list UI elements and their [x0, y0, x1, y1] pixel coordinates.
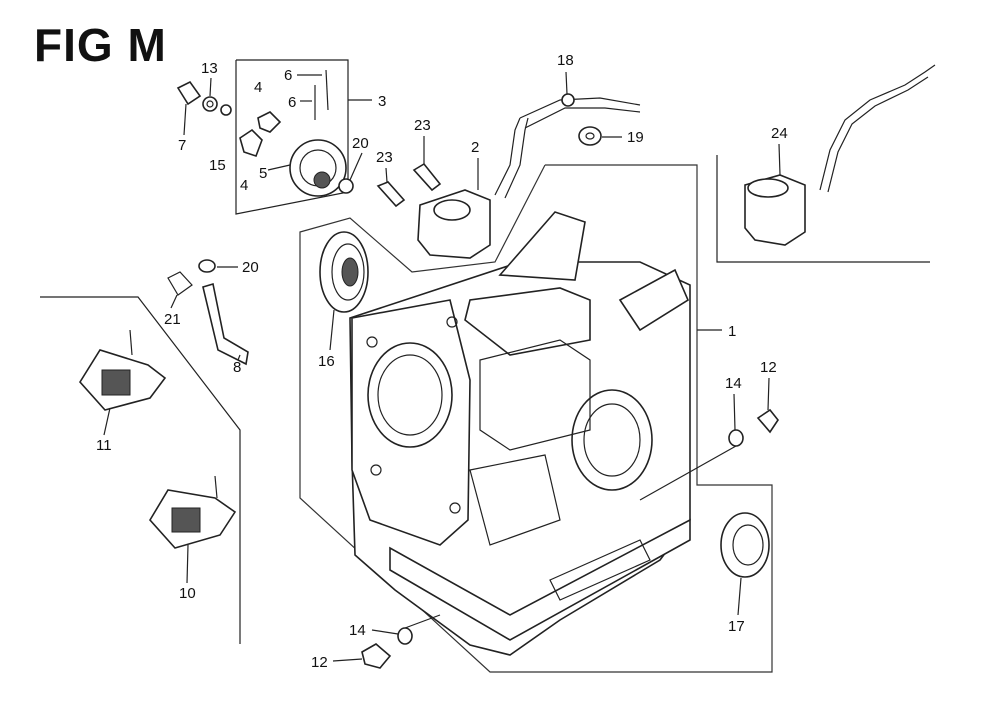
- callout-10: 10: [179, 585, 196, 602]
- callout-4-lower: 4: [240, 177, 248, 194]
- callout-14-bottom: 14: [349, 622, 366, 639]
- callout-6-lower: 6: [288, 94, 296, 111]
- callout-4-upper: 4: [254, 79, 262, 96]
- part-16-bearing: [319, 231, 369, 313]
- callout-15: 15: [209, 157, 226, 174]
- callout-14-right: 14: [725, 375, 742, 392]
- part-18-rod: [519, 93, 641, 129]
- part-17-oil-seal: [720, 512, 770, 578]
- callout-20-lower: 20: [242, 259, 259, 276]
- callout-23-lower: 23: [376, 149, 393, 166]
- callout-3: 3: [378, 93, 386, 110]
- callout-12-right: 12: [760, 359, 777, 376]
- part-24-oil-switch: [744, 64, 936, 246]
- callout-17: 17: [728, 618, 745, 635]
- callout-18: 18: [557, 52, 574, 69]
- callout-2: 2: [471, 139, 479, 156]
- part-7-13-bolt: [176, 80, 232, 116]
- part-2-holder: [417, 117, 529, 259]
- part-12-14-bottom: [361, 627, 413, 669]
- callout-1: 1: [728, 323, 736, 340]
- mount-rubber-upper: [79, 329, 167, 411]
- callout-20-upper: 20: [352, 135, 369, 152]
- callout-23-upper: 23: [414, 117, 431, 134]
- callout-6-upper: 6: [284, 67, 292, 84]
- callout-8: 8: [233, 359, 241, 376]
- callout-13: 13: [201, 60, 218, 77]
- mount-rubber-lower: [149, 475, 237, 549]
- part-23-bolts: [376, 162, 442, 208]
- callout-5: 5: [259, 165, 267, 182]
- callout-24: 24: [771, 125, 788, 142]
- breather-tube-set: [167, 259, 249, 366]
- part-12-14-right: [728, 408, 779, 447]
- oil-gear-set: [239, 69, 354, 197]
- callout-7: 7: [178, 137, 186, 154]
- part-19-nut: [578, 126, 602, 146]
- callout-19: 19: [627, 129, 644, 146]
- crankcase-body: [349, 211, 691, 656]
- callout-16: 16: [318, 353, 335, 370]
- figure-title: FIG M: [34, 19, 167, 71]
- callout-21: 21: [164, 311, 181, 328]
- callout-11: 11: [96, 437, 112, 454]
- callout-12-bottom: 12: [311, 654, 328, 671]
